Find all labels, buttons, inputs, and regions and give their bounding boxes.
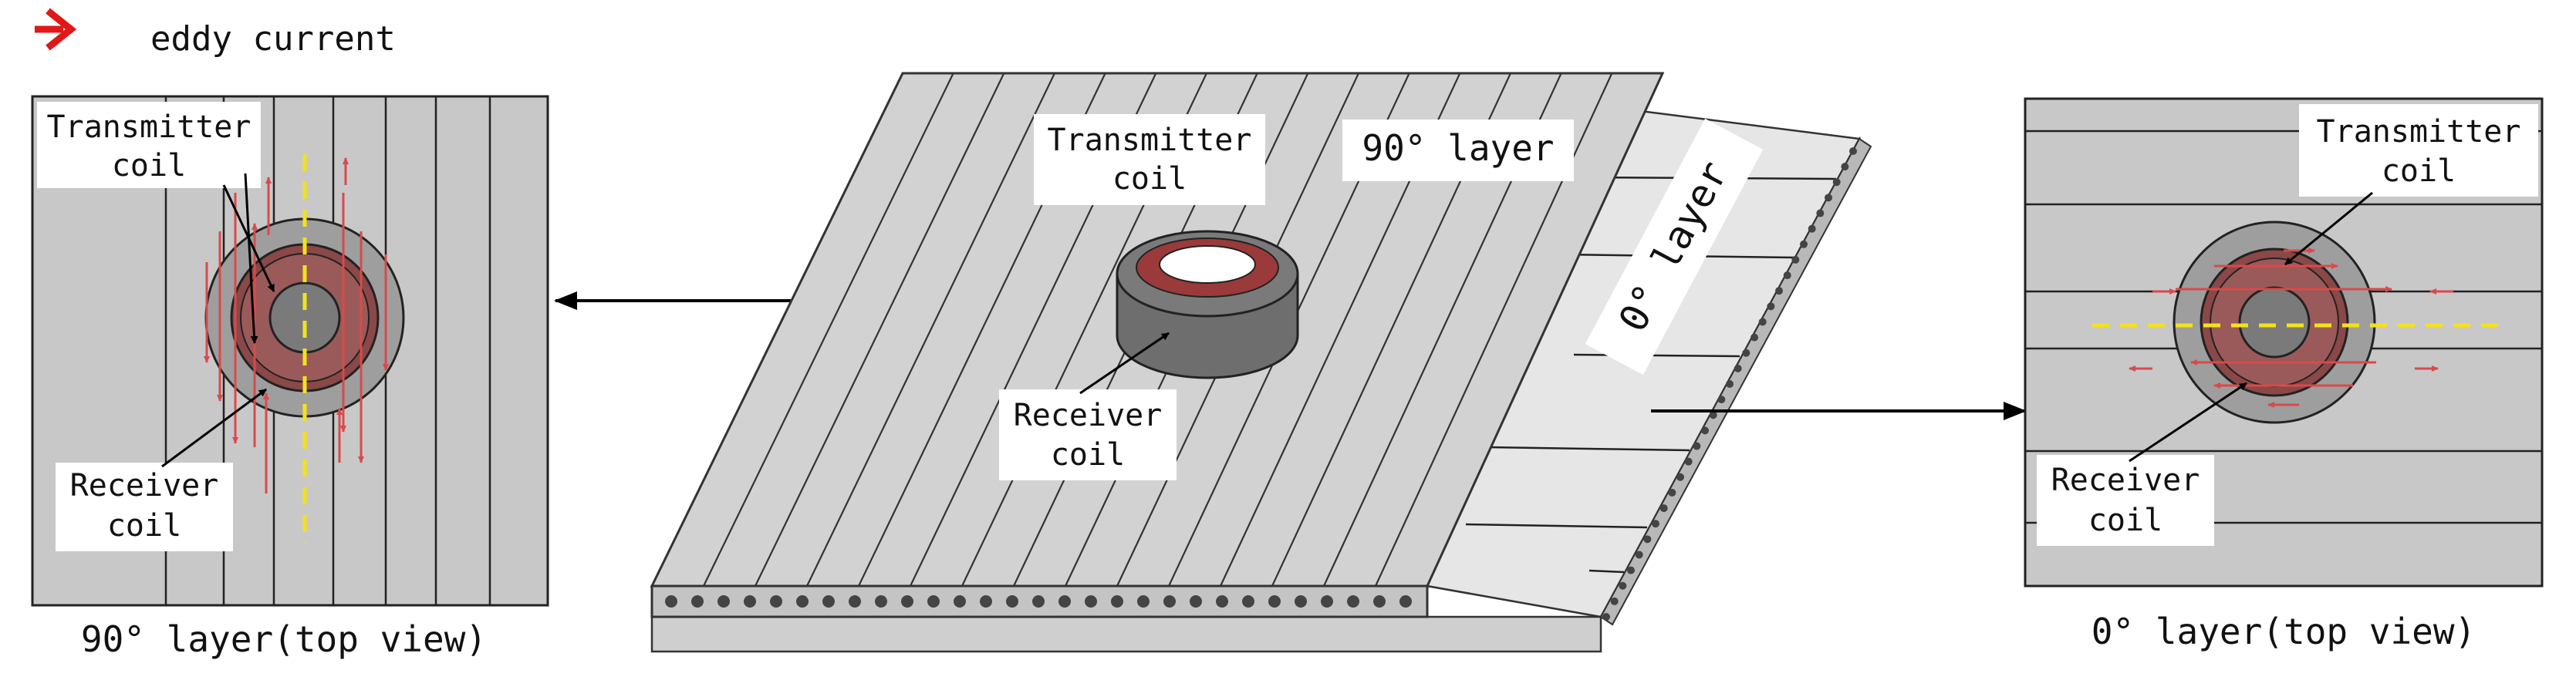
fiber-dot (1602, 613, 1610, 621)
fiber-dot (1726, 380, 1734, 388)
fiber-dot (1085, 595, 1097, 608)
right-panel-caption: 0° layer(top view) (2092, 611, 2476, 652)
fiber-dot (1742, 349, 1751, 357)
fiber-dot (1006, 595, 1018, 608)
fiber-dot (1767, 302, 1775, 311)
fiber-dot (1717, 396, 1726, 404)
svg-text:coil: coil (1112, 161, 1187, 197)
fiber-dot (849, 595, 861, 608)
eddy-current-arrow-icon (35, 8, 77, 51)
fiber-dot (744, 595, 756, 608)
eddy-current-arrows (204, 157, 389, 493)
fiber-dot (1137, 595, 1150, 608)
fiber-dot (1734, 364, 1742, 372)
fiber-dot (1268, 595, 1281, 608)
fiber-dot (822, 595, 835, 608)
fiber-dot (1751, 333, 1758, 342)
fiber-dot (1627, 566, 1635, 574)
svg-text:coil: coil (2088, 503, 2162, 538)
ninety-degree-fibers (703, 72, 1613, 587)
fiber-dot (1709, 411, 1717, 419)
fiber-dot (1841, 163, 1849, 171)
legend-label: eddy current (150, 19, 396, 59)
svg-text:Receiver: Receiver (1014, 398, 1163, 433)
fiber-dot (954, 595, 966, 608)
fiber-dot (1832, 178, 1841, 187)
fiber-dot (1032, 595, 1045, 608)
fiber-line (703, 72, 954, 587)
right-receiver-callout: Receiver coil (2037, 382, 2247, 546)
fiber-dot (1347, 595, 1359, 608)
left-transmitter-callout: Transmitter coil (37, 102, 275, 344)
fiber-dot (1635, 551, 1643, 559)
fiber-dot (1758, 318, 1767, 326)
fiber-dot (1668, 488, 1676, 497)
fiber-dot (1783, 271, 1791, 280)
svg-text:90° layer: 90° layer (1362, 127, 1554, 169)
center-receiver-callout: Receiver coil (999, 332, 1177, 480)
fiber-dot (1216, 595, 1228, 608)
fiber-dot (1643, 535, 1652, 544)
ninety-degree-fiber-dots (665, 595, 1412, 608)
svg-text:coil: coil (112, 148, 186, 184)
fiber-dot (1791, 255, 1800, 264)
svg-text:Transmitter: Transmitter (1048, 123, 1252, 158)
fiber-dot (1163, 595, 1176, 608)
svg-text:Receiver: Receiver (70, 468, 219, 503)
fiber-dot (1058, 595, 1071, 608)
fiber-dot (927, 595, 940, 608)
fiber-dot (901, 595, 913, 608)
fiber-dot (691, 595, 704, 608)
fiber-dot (1190, 595, 1202, 608)
fiber-dot (665, 595, 677, 608)
fiber-dot (1321, 595, 1333, 608)
fiber-dot (875, 595, 887, 608)
fiber-dot (1373, 595, 1386, 608)
fiber-dot (1684, 457, 1693, 466)
fiber-dot (770, 595, 782, 608)
svg-text:coil: coil (2382, 153, 2456, 189)
fiber-dot (1295, 595, 1307, 608)
eddy-current-arrows-right (2129, 248, 2453, 408)
fiber-dot (1825, 194, 1832, 202)
fiber-dot (796, 595, 809, 608)
left-panel-caption: 90° layer(top view) (81, 618, 487, 660)
ninety-layer-label: 90° layer (1342, 120, 1574, 181)
svg-text:Receiver: Receiver (2051, 463, 2200, 498)
fiber-dot (1808, 224, 1816, 233)
fiber-dot (1816, 209, 1825, 217)
fiber-dot (1652, 520, 1659, 528)
fiber-dot (1849, 147, 1857, 155)
fiber-line (806, 72, 1055, 587)
right-transmitter-callout: Transmitter coil (2284, 104, 2538, 266)
coil-top-view-right (2173, 221, 2376, 424)
fiber-dot (1111, 595, 1123, 608)
fiber-dot (1701, 426, 1709, 435)
fiber-dot (717, 595, 730, 608)
left-receiver-callout: Receiver coil (56, 388, 267, 551)
zero-degree-fiber-dots (1602, 147, 1857, 621)
center-transmitter-callout: Transmitter coil (1034, 114, 1265, 205)
legend: eddy current (35, 8, 396, 59)
fiber-dot (1242, 595, 1254, 608)
fiber-dot (1800, 240, 1808, 248)
fiber-dot (1619, 581, 1627, 590)
right-top-view-panel: Transmitter coil Receiver coil 0° layer(… (2024, 97, 2544, 652)
svg-text:coil: coil (107, 508, 181, 544)
svg-text:Transmitter: Transmitter (47, 109, 252, 145)
laminate-block: Transmitter coil Receiver coil 90° layer… (650, 72, 1872, 653)
fiber-dot (1659, 504, 1668, 513)
fiber-line (755, 72, 1005, 587)
fiber-dot (1775, 287, 1783, 295)
svg-text:Transmitter: Transmitter (2317, 114, 2521, 150)
fiber-dot (1676, 473, 1684, 481)
fiber-dot (1610, 597, 1619, 605)
svg-text:coil: coil (1051, 437, 1125, 473)
left-top-view-panel: Transmitter coil Receiver coil 90° layer… (31, 95, 549, 660)
fiber-dot (1399, 595, 1412, 608)
fiber-dot (1693, 442, 1701, 450)
center-coil (1116, 230, 1299, 379)
fiber-dot (980, 595, 992, 608)
